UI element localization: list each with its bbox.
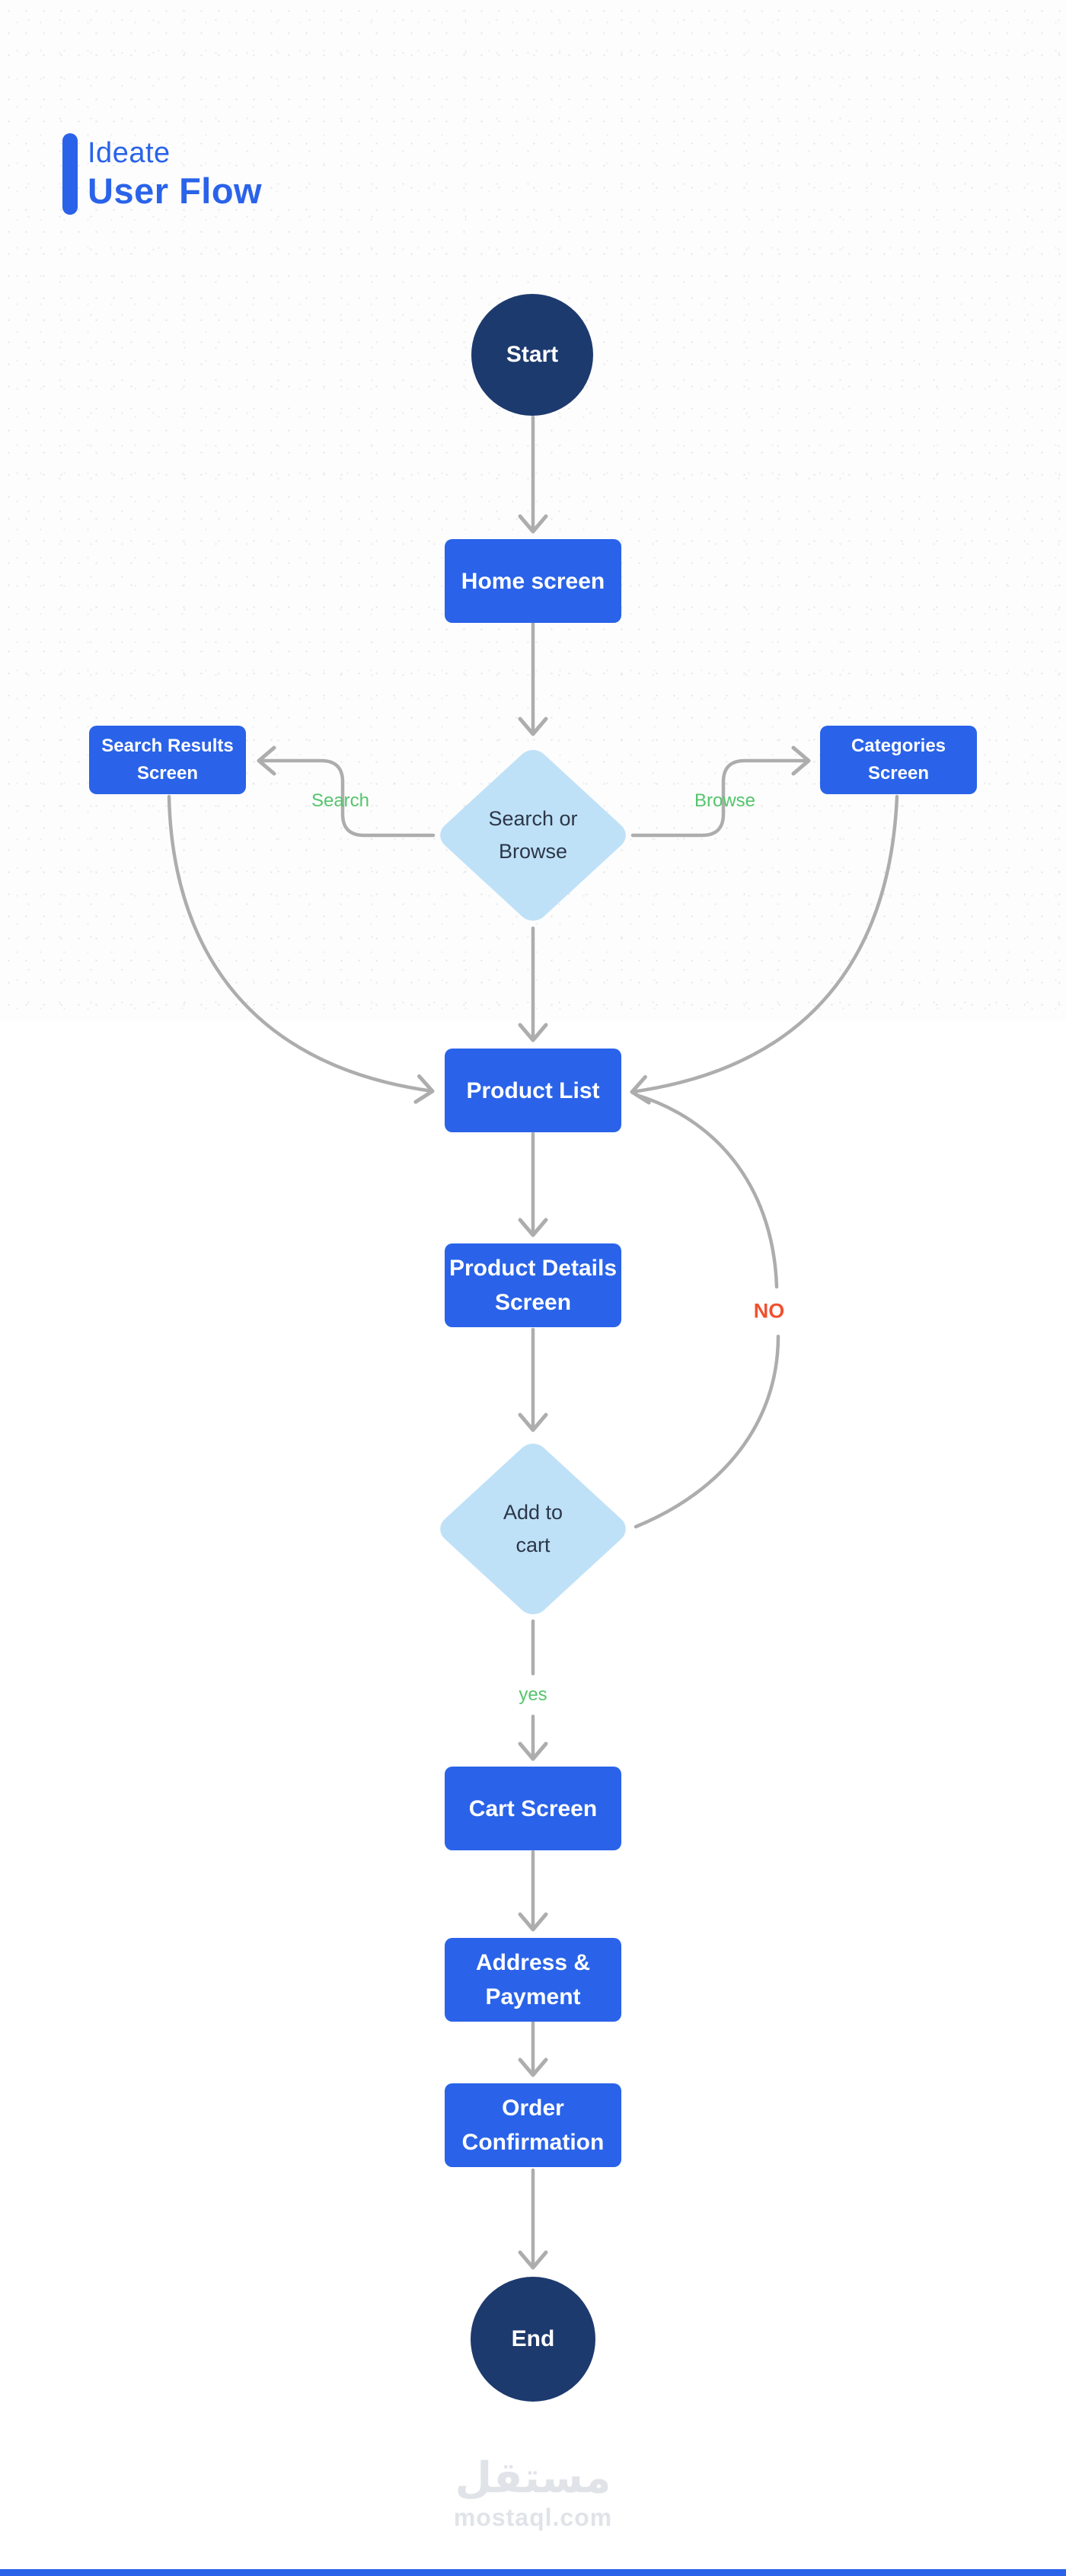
- home-screen-label: Home screen: [461, 568, 605, 594]
- edge-categories-product-list: [630, 794, 899, 1105]
- add-to-cart-decision: Add to cart: [433, 1438, 633, 1620]
- search-results-screen-node: Search Results Screen: [89, 726, 246, 794]
- product-list-label: Product List: [466, 1077, 600, 1103]
- cart-screen-label: Cart Screen: [468, 1796, 598, 1821]
- page-title: Ideate User Flow: [62, 133, 262, 215]
- address-payment-node: Address & Payment: [445, 1938, 621, 2022]
- order-confirmation-label: Order Confirmation: [461, 2096, 605, 2155]
- search-results-screen-label: Search Results Screen: [101, 736, 234, 784]
- title-accent-bar: [62, 133, 78, 215]
- product-details-screen-label: Product Details Screen: [448, 1256, 618, 1315]
- product-list-node: Product List: [445, 1049, 621, 1132]
- title-heading: User Flow: [88, 171, 263, 212]
- footer-accent-bar: [0, 2569, 1066, 2576]
- categories-screen-node: Categories Screen: [820, 726, 977, 794]
- end-label: End: [511, 2326, 555, 2351]
- edge-label-search: Search: [311, 790, 370, 811]
- end-node: End: [471, 2277, 595, 2402]
- edge-decision-categories: [630, 745, 811, 838]
- order-confirmation-node: Order Confirmation: [445, 2083, 621, 2167]
- search-or-browse-decision: Search or Browse: [433, 744, 633, 927]
- edge-label-no: NO: [753, 1299, 785, 1323]
- edge-label-browse: Browse: [694, 790, 756, 811]
- title-eyebrow: Ideate: [88, 136, 171, 169]
- edge-decision-search-results: [257, 745, 436, 838]
- start-label: Start: [506, 342, 559, 367]
- edge-no-loop-upper: [634, 1093, 779, 1289]
- watermark-latin: mostaql.com: [453, 2503, 613, 2531]
- edge-search-results-product-list: [167, 794, 435, 1104]
- home-screen-node: Home screen: [445, 539, 621, 623]
- add-to-cart-label: Add to cart: [503, 1500, 563, 1556]
- watermark: مستقل mostaql.com: [454, 2455, 612, 2532]
- search-or-browse-label: Search or Browse: [488, 806, 578, 863]
- categories-screen-label: Categories Screen: [851, 736, 946, 784]
- product-details-screen-node: Product Details Screen: [445, 1243, 621, 1327]
- edge-label-yes: yes: [519, 1684, 547, 1705]
- watermark-arabic: مستقل: [455, 2453, 611, 2503]
- address-payment-label: Address & Payment: [475, 1950, 591, 2009]
- edge-no-loop-lower: [634, 1334, 780, 1529]
- start-node: Start: [471, 294, 593, 416]
- cart-screen-node: Cart Screen: [445, 1767, 621, 1850]
